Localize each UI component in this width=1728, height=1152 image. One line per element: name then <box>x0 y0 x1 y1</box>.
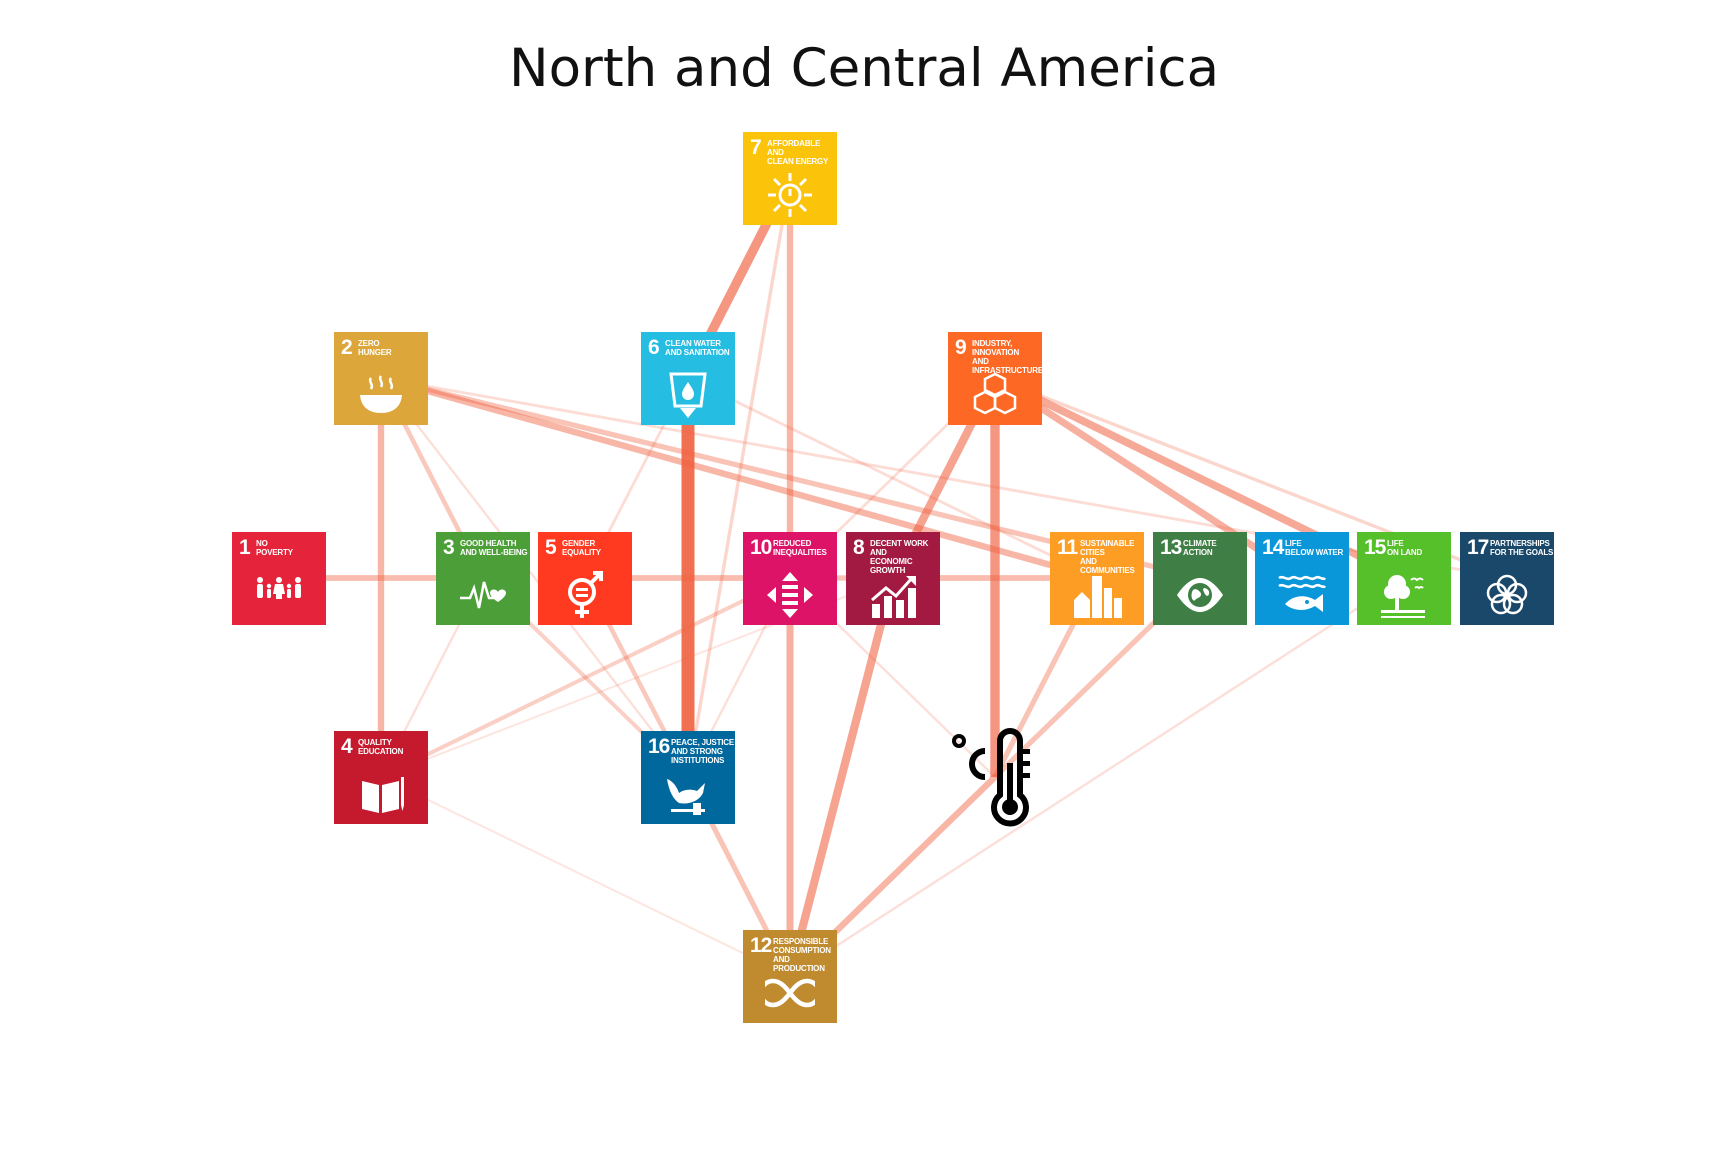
sdg-tile-5: 5 GENDER EQUALITY <box>538 531 632 625</box>
edge-4-12 <box>380 776 791 977</box>
arrows-equal-icon <box>767 571 813 618</box>
sdg-number: 9 <box>955 335 967 359</box>
growth-chart-icon <box>871 575 916 618</box>
fish-icon <box>1278 575 1327 612</box>
sdg-label: SUSTAINABLE CITIES AND COMMUNITIES <box>1080 538 1135 575</box>
edge-15-12 <box>789 576 1405 978</box>
sdg-number: 8 <box>853 535 865 559</box>
tree-icon <box>1381 574 1425 618</box>
sdg-label: PARTNERSHIPS FOR THE GOALS <box>1490 538 1554 557</box>
sdg-tile-3: 3 GOOD HEALTH AND WELL-BEING <box>436 531 530 625</box>
gender-icon <box>568 570 603 618</box>
sdg-number: 10 <box>750 535 772 559</box>
edge-2-16 <box>380 377 689 778</box>
sdg-label: REDUCED INEQUALITIES <box>773 538 827 557</box>
sdg-label: NO POVERTY <box>256 538 293 557</box>
edge-4-10 <box>380 576 791 779</box>
thermometer-celsius-icon <box>945 727 1045 827</box>
sdg-tile-1: 1 NO POVERTY <box>232 531 326 625</box>
edge-6-11 <box>687 376 1098 580</box>
edge-7-16 <box>686 177 792 778</box>
infinity-icon <box>765 978 815 1007</box>
sdg-number: 14 <box>1262 535 1284 559</box>
bowl-icon <box>360 374 402 413</box>
sdg-number: 12 <box>750 933 772 957</box>
rings-icon <box>1486 574 1528 614</box>
sdg-number: 11 <box>1057 535 1078 559</box>
sdg-tile-6: 6 CLEAN WATER AND SANITATION <box>641 331 735 425</box>
book-icon <box>362 776 404 813</box>
sdg-number: 5 <box>545 535 557 559</box>
sdg-label: PEACE, JUSTICE AND STRONG INSTITUTIONS <box>671 737 734 765</box>
sdg-number: 4 <box>341 734 353 758</box>
sdg-label: LIFE BELOW WATER <box>1285 538 1344 557</box>
sdg-tile-2: 2 ZERO HUNGER <box>334 331 428 425</box>
water-glass-icon <box>669 372 707 418</box>
sdg-number: 13 <box>1160 535 1182 559</box>
sdg-label: AFFORDABLE AND CLEAN ENERGY <box>767 138 829 166</box>
sdg-label: GOOD HEALTH AND WELL-BEING <box>460 538 528 557</box>
sdg-label: DECENT WORK AND ECONOMIC GROWTH <box>870 538 929 575</box>
people-icon <box>257 576 301 599</box>
sdg-label: CLEAN WATER AND SANITATION <box>665 338 730 357</box>
sun-icon <box>768 172 812 217</box>
edge-2-11 <box>380 374 1098 582</box>
sdg-label: GENDER EQUALITY <box>562 538 601 557</box>
sdg-label: CLIMATE ACTION <box>1183 538 1217 557</box>
sdg-number: 16 <box>648 734 670 758</box>
sdg-label: INDUSTRY, INNOVATION AND INFRASTRUCTURE <box>972 338 1042 375</box>
sdg-number: 15 <box>1364 535 1386 559</box>
sdg-tile-4: 4 QUALITY EDUCATION <box>334 730 428 824</box>
diagram-title: North and Central America <box>508 38 1220 99</box>
sdg-number: 3 <box>443 535 455 559</box>
edge-9-14 <box>993 375 1304 581</box>
sdg-number: 1 <box>239 535 251 559</box>
sdg-label: QUALITY EDUCATION <box>358 737 404 756</box>
sdg-label: RESPONSIBLE CONSUMPTION AND PRODUCTION <box>773 936 831 973</box>
sdg-label: LIFE ON LAND <box>1387 538 1423 557</box>
sdg-number: 7 <box>750 135 762 159</box>
cubes-icon <box>973 372 1017 414</box>
sdg-number: 6 <box>648 335 660 359</box>
sdg-label: ZERO HUNGER <box>358 338 392 357</box>
dove-icon <box>667 778 705 815</box>
eye-globe-icon <box>1177 577 1223 612</box>
edge-8-12 <box>786 576 897 978</box>
sdg-number: 2 <box>341 335 353 359</box>
city-icon <box>1074 575 1122 618</box>
sdg-number: 17 <box>1467 535 1489 559</box>
heartbeat-icon <box>460 581 506 608</box>
